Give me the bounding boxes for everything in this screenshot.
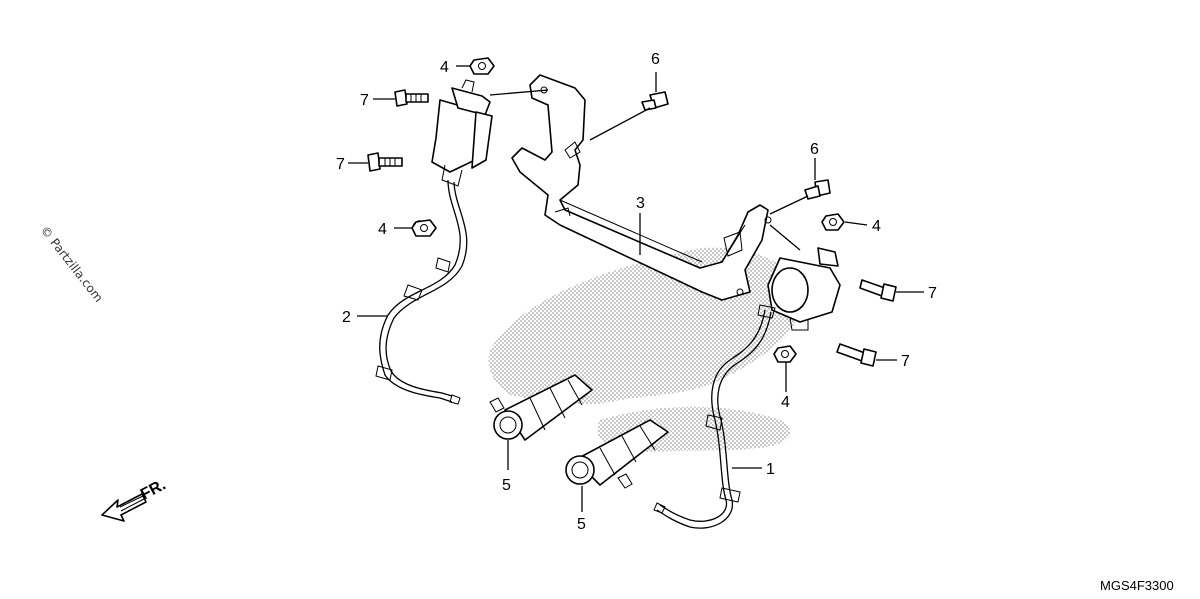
callout-7a: 7 <box>360 92 369 109</box>
cord-end-right <box>653 502 666 514</box>
callout-6b: 6 <box>810 141 819 158</box>
callout-7d: 7 <box>901 353 910 370</box>
bolt-6a <box>641 91 669 111</box>
callout-7b: 7 <box>336 156 345 173</box>
bolt-6b <box>804 179 831 200</box>
nut-4c <box>821 213 845 231</box>
ignition-coil-left <box>431 79 493 187</box>
callout-3: 3 <box>636 195 645 212</box>
watermark-text: © Partzilla.com <box>38 223 106 305</box>
callout-6a: 6 <box>651 51 660 68</box>
ht-cord-right <box>656 304 776 529</box>
callout-5b: 5 <box>577 516 586 533</box>
callout-4c: 4 <box>872 218 881 235</box>
diagram-code: MGS4F3300 <box>1100 578 1174 593</box>
ignition-coil-right <box>767 247 841 331</box>
callout-2: 2 <box>342 309 351 326</box>
bolt-7a <box>394 89 429 107</box>
callout-1: 1 <box>766 461 775 478</box>
callout-numbers: 4 7 7 4 2 6 3 6 4 7 7 4 5 5 1 <box>336 51 937 533</box>
callout-7c: 7 <box>928 285 937 302</box>
front-arrow-icon <box>101 493 147 522</box>
bolt-7b <box>367 152 403 172</box>
callout-4d: 4 <box>781 394 790 411</box>
ht-cord-left <box>375 179 468 403</box>
nut-4b <box>411 219 437 237</box>
callout-4a: 4 <box>440 59 449 76</box>
nut-4d <box>773 345 797 363</box>
callout-5a: 5 <box>502 477 511 494</box>
callout-4b: 4 <box>378 221 387 238</box>
leader-lines <box>348 65 924 512</box>
bolt-7d <box>836 343 877 367</box>
ignition-coil-bracket <box>511 74 772 301</box>
spark-plug-cap-upper <box>489 374 593 441</box>
spark-plug-cap-lower <box>565 419 669 489</box>
bolt-7c <box>859 279 897 302</box>
cord-end-left <box>449 394 461 405</box>
nut-4a <box>469 57 495 75</box>
